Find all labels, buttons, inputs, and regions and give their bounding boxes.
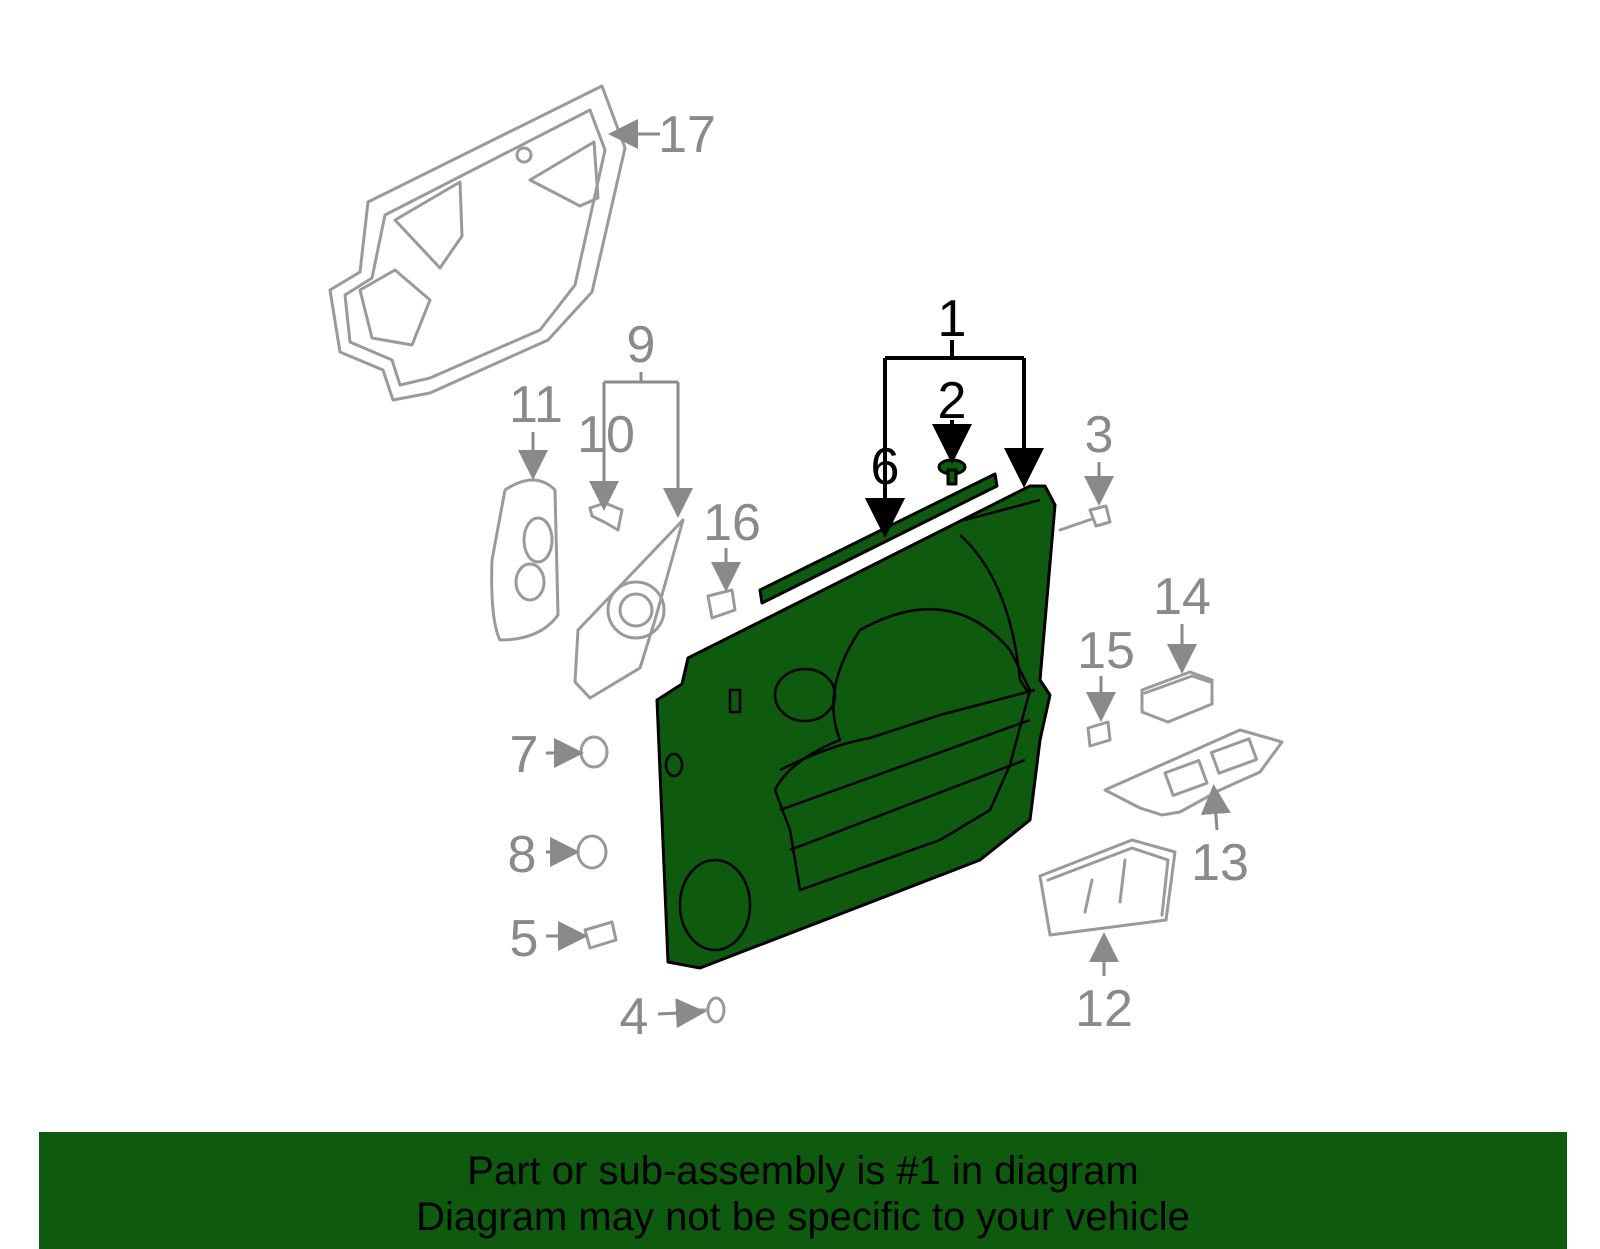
part-13-switch-plate [1103,728,1284,817]
leader-lines [518,119,1231,1029]
part-15-clip [1086,720,1112,748]
part-4-fastener [698,996,726,1024]
part-2-push-pin [937,458,967,486]
callout-16: 16 [703,494,761,552]
callout-3: 3 [1085,406,1114,464]
callout-2: 2 [938,372,967,430]
callout-labels: 1 2 3 4 5 6 7 8 9 10 11 12 13 14 15 16 1… [508,106,1249,1046]
highlight-leader-lines [865,340,1044,538]
banner-line-2: Diagram may not be specific to your vehi… [416,1195,1190,1239]
part-14-switch [1140,670,1214,724]
part-11-bezel [490,478,560,642]
part-10-clip [588,501,624,532]
part-17-water-shield [328,84,627,402]
callout-6: 6 [871,438,900,496]
part-1-trim-panel [655,484,1057,970]
part-8-plug [576,834,608,870]
part-12-pull-cup [1038,838,1177,937]
callout-10: 10 [577,406,635,464]
callout-1: 1 [938,290,967,348]
callout-11: 11 [509,376,563,434]
callout-12: 12 [1075,980,1133,1038]
callout-8: 8 [508,826,537,884]
callout-17: 17 [658,106,716,164]
part-5-clip [583,920,618,950]
callout-7: 7 [510,726,539,784]
part-16-clip [706,588,737,620]
callout-13: 13 [1191,834,1249,892]
callout-15: 15 [1077,622,1135,680]
banner-line-1: Part or sub-assembly is #1 in diagram [467,1149,1139,1193]
callout-14: 14 [1153,568,1211,626]
part-7-plug [579,735,609,769]
part-9-speaker-grille [573,518,685,700]
part-3-screw [1058,504,1112,532]
callout-9: 9 [627,316,656,374]
info-banner: Part or sub-assembly is #1 in diagram Di… [39,1132,1567,1249]
part-6-weatherstrip [758,472,999,605]
callout-5: 5 [510,910,539,968]
callout-4: 4 [620,988,649,1046]
